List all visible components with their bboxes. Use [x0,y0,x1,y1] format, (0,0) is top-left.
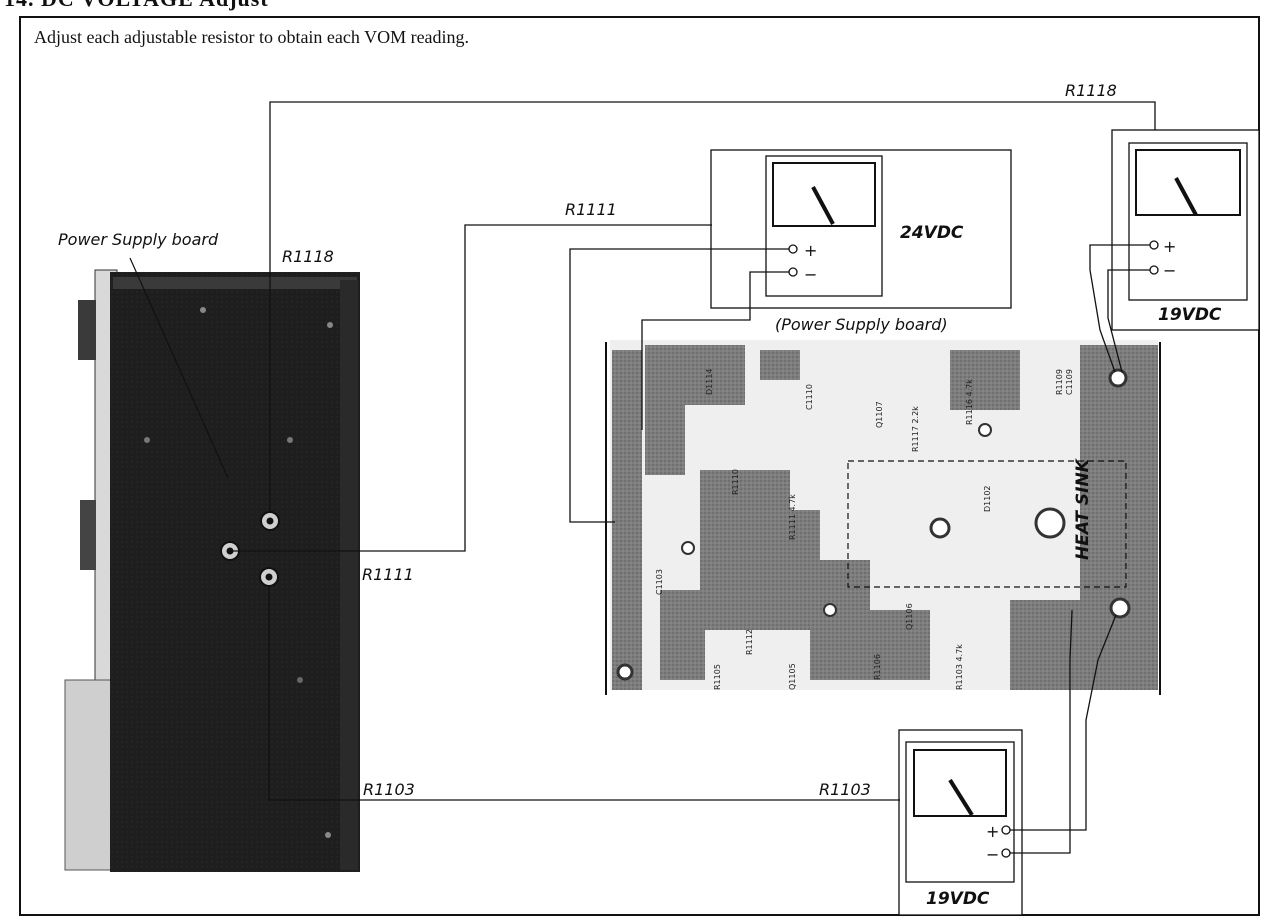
label-r1103-right: R1103 [819,780,871,799]
svg-text:C1103: C1103 [655,569,664,595]
minus-terminal: − [804,265,817,284]
svg-text:Q1107: Q1107 [875,401,884,428]
label-power-supply-board: Power Supply board [58,230,219,249]
label-r1118-top: R1118 [1065,81,1117,100]
svg-text:R1105: R1105 [713,664,722,690]
probe-19v-top-minus [1107,269,1150,373]
svg-text:R1109: R1109 [1055,369,1064,395]
minus-terminal: − [1163,261,1176,280]
minus-terminal: − [986,845,999,864]
svg-text:D1102: D1102 [983,485,992,512]
label-r1118-left: R1118 [282,247,334,266]
plus-terminal: + [1163,237,1176,256]
meter-r1118: + − 19VDC [1111,129,1260,331]
needle [1174,177,1198,216]
r1118-trimmer [260,511,280,531]
probe-19v-top-plus [1089,244,1150,373]
svg-text:Q1105: Q1105 [788,663,797,690]
pcb-markings: D1114 C1110 R1116 4.7k R1117 2.2k Q1107 … [655,368,1074,690]
probe-19v-bottom-plus [1010,614,1117,831]
plus-terminal: + [804,241,817,260]
meter-r1111: + − 24VDC [710,149,1012,309]
svg-text:R1116 4.7k: R1116 4.7k [965,379,974,425]
svg-text:R1117 2.2k: R1117 2.2k [911,406,920,452]
svg-text:R1112: R1112 [745,629,754,655]
probe-24v-plus [569,248,789,523]
probe-19v-bottom-minus [1010,609,1073,854]
power-supply-pcb: HEAT SINK [605,340,1161,695]
wire-r1103 [268,586,900,801]
plus-terminal: + [986,822,999,841]
svg-text:R1111 4.7k: R1111 4.7k [788,494,797,540]
label-r1111-top: R1111 [565,200,617,219]
svg-text:C1110: C1110 [805,384,814,410]
label-r1103-left: R1103 [363,780,415,799]
meter-reading: 19VDC [926,889,990,909]
svg-text:C1109: C1109 [1065,369,1074,395]
wire-r1118 [269,101,1156,512]
wire-r1111 [230,224,712,552]
r1103-trimmer [259,567,279,587]
svg-text:Q1106: Q1106 [905,603,914,630]
amplifier-chassis [64,269,360,872]
wiring [230,101,1156,854]
svg-text:R1103 4.7k: R1103 4.7k [955,644,964,690]
section-title: 14. DC VOLTAGE Adjust [4,0,269,12]
diagram-frame [19,16,1260,916]
meter-reading: 24VDC [900,223,964,243]
instruction-text: Adjust each adjustable resistor to obtai… [34,27,470,47]
label-power-supply-board-paren: (Power Supply board) [775,315,948,334]
needle [948,778,974,817]
label-heat-sink: HEAT SINK [1073,457,1093,560]
probe-24v-minus [641,271,789,430]
header-strip: 14. DC VOLTAGE Adjust [0,0,1265,12]
label-r1111-left: R1111 [362,565,414,584]
svg-text:R1106: R1106 [873,654,882,680]
meter-reading: 19VDC [1158,305,1222,325]
needle [811,186,835,225]
svg-text:R1110: R1110 [731,469,740,495]
meter-r1103: + − 19VDC [898,729,1023,916]
board-pointer-line [129,257,229,479]
svg-text:D1114: D1114 [705,368,714,395]
